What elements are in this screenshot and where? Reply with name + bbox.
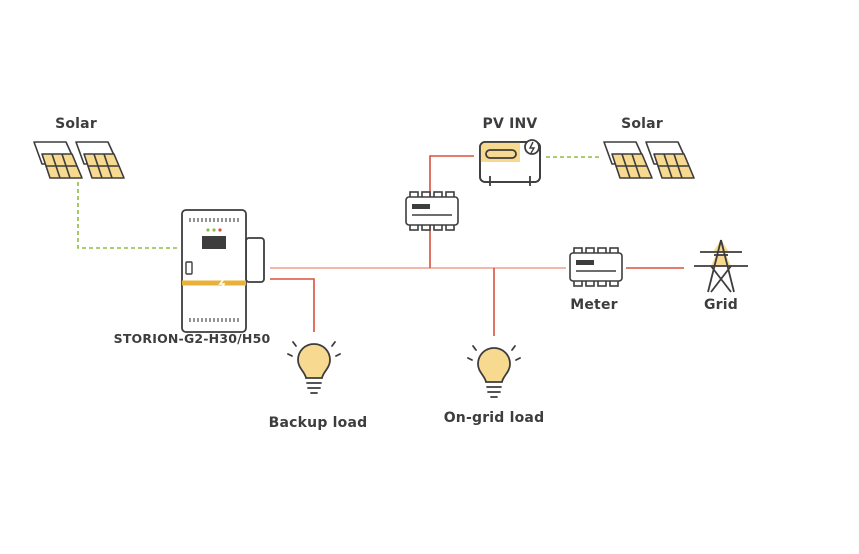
solar-panel-icon [33, 141, 125, 179]
ongrid-load-label: On-grid load [443, 410, 545, 426]
dc-line-left-solar [77, 182, 178, 249]
battery-storage-icon [181, 209, 265, 333]
light-bulb-icon [287, 341, 341, 394]
pv-inv-label: PV INV [482, 116, 538, 132]
light-bulb-icon [467, 345, 521, 398]
solar-right-label: Solar [621, 116, 663, 132]
grid-label: Grid [703, 297, 739, 313]
pv-inverter-icon [479, 139, 541, 186]
energy-meter-icon [569, 247, 623, 287]
solar-panel-icon [603, 141, 695, 179]
meter-label: Meter [570, 297, 618, 313]
transmission-tower-icon [694, 239, 748, 293]
storage-label: STORION-G2-H30/H50 [113, 331, 271, 346]
solar-left-label: Solar [55, 116, 97, 132]
backup-load-line [270, 278, 315, 332]
backup-load-label: Backup load [268, 415, 368, 431]
energy-meter-icon [405, 191, 459, 231]
